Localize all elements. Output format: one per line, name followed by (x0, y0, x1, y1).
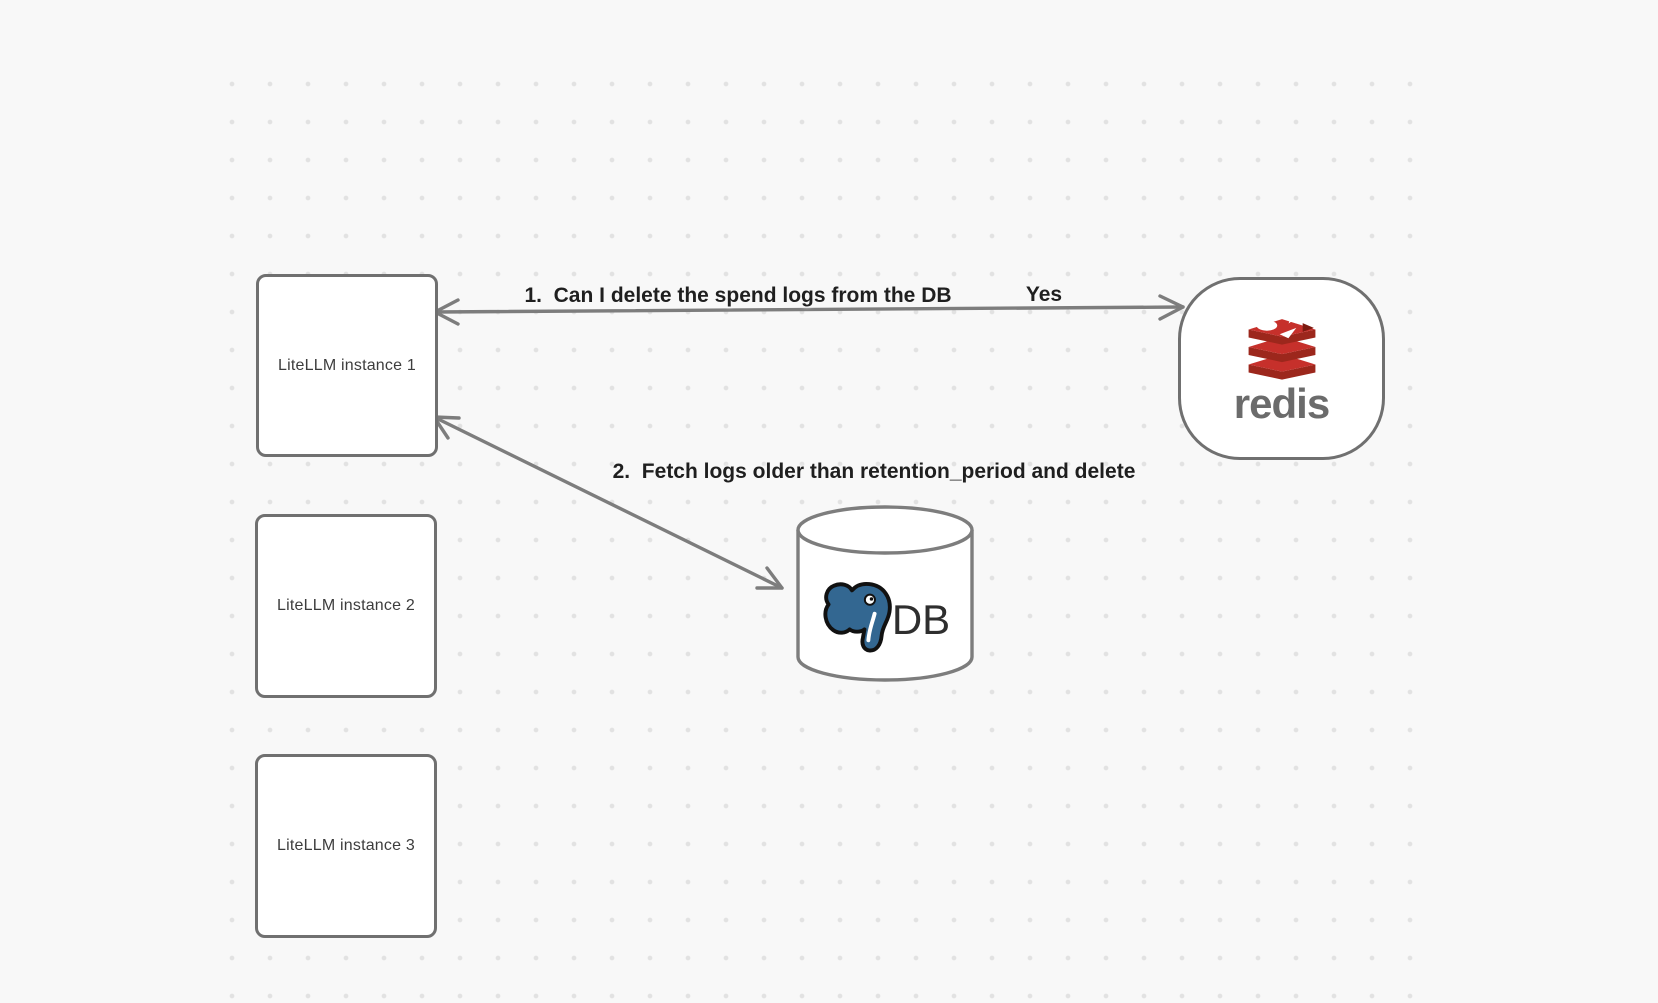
node-litellm-instance-1: LiteLLM instance 1 (256, 274, 438, 457)
arrowhead-bottom-icon (755, 566, 784, 590)
node-litellm-instance-1-label: LiteLLM instance 1 (278, 356, 416, 374)
edge-label-yes: Yes (1025, 283, 1063, 306)
edge-label-fetch-logs: 2. Fetch logs older than retention_perio… (612, 460, 1136, 483)
postgresql-elephant-icon (823, 581, 892, 653)
edge-label-delete-spend-logs: 1. Can I delete the spend logs from the … (524, 284, 952, 307)
node-litellm-instance-2-label: LiteLLM instance 2 (277, 597, 415, 614)
node-litellm-instance-2: LiteLLM instance 2 (255, 514, 437, 698)
redis-logo-icon (1248, 312, 1315, 380)
db-content: DB (794, 503, 976, 685)
edge-litellm1-db-arrow (432, 415, 784, 590)
redis-star-icon (1285, 312, 1298, 324)
db-label: DB (891, 596, 951, 643)
node-litellm-instance-3-label: LiteLLM instance 3 (277, 837, 415, 854)
redis-wordmark: redis (1233, 380, 1330, 427)
node-redis: redis (1178, 277, 1385, 460)
arrowhead-right-icon (1158, 294, 1185, 321)
node-litellm-instance-3: LiteLLM instance 3 (255, 754, 437, 938)
